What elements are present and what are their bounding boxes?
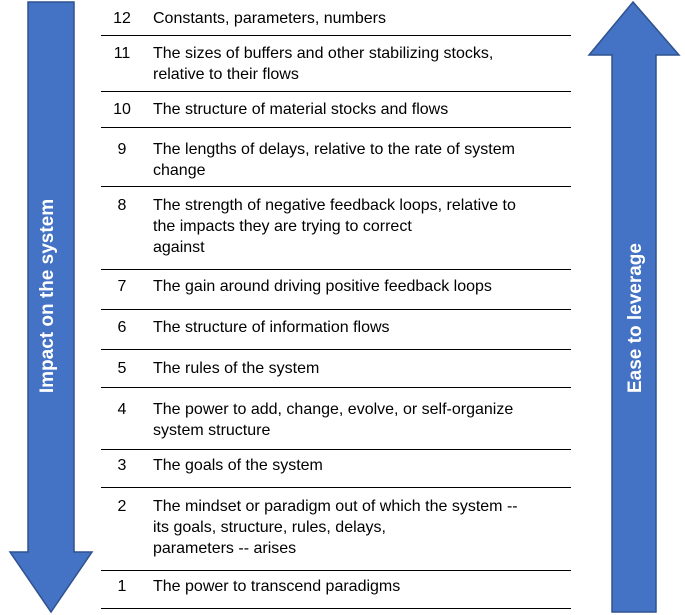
row-number: 9 <box>117 141 127 158</box>
row-text: The structure of information flows <box>153 319 390 336</box>
table-row: 1 The power to transcend paradigms <box>101 571 571 609</box>
row-number: 6 <box>117 319 127 336</box>
table-row: 6 The structure of information flows <box>101 310 571 350</box>
row-text: Constants, parameters, numbers <box>153 10 386 27</box>
row-number: 5 <box>117 360 127 377</box>
row-text: The rules of the system <box>153 360 320 377</box>
row-number: 10 <box>113 101 131 118</box>
row-number: 8 <box>117 197 127 214</box>
table-row: 5 The rules of the system <box>101 350 571 388</box>
row-number: 12 <box>113 10 131 27</box>
row-number: 4 <box>117 401 127 418</box>
row-number: 2 <box>117 498 127 515</box>
row-number: 3 <box>117 457 127 474</box>
table-row: 11 The sizes of buffers and other stabil… <box>101 36 571 92</box>
table-row: 12 Constants, parameters, numbers <box>101 0 571 36</box>
row-text: The sizes of buffers and other stabilizi… <box>153 45 494 83</box>
down-arrow-icon <box>8 1 94 614</box>
row-number: 1 <box>117 578 127 595</box>
table-row: 9 The lengths of delays, relative to the… <box>101 128 571 187</box>
table-row: 7 The gain around driving positive feedb… <box>101 270 571 310</box>
row-text: The gain around driving positive feedbac… <box>153 278 492 295</box>
row-text: The mindset or paradigm out of which the… <box>153 498 518 557</box>
row-text: The goals of the system <box>153 457 323 474</box>
table-row: 4 The power to add, change, evolve, or s… <box>101 388 571 450</box>
table-row: 3 The goals of the system <box>101 450 571 488</box>
row-number: 11 <box>113 45 131 62</box>
ease-axis-label: Ease to leverage <box>625 243 646 393</box>
table-row: 8 The strength of negative feedback loop… <box>101 187 571 270</box>
row-text: The lengths of delays, relative to the r… <box>153 141 515 179</box>
row-number: 7 <box>117 278 127 295</box>
row-text: The strength of negative feedback loops,… <box>153 197 516 256</box>
row-text: The power to add, change, evolve, or sel… <box>153 401 514 439</box>
table-row: 2 The mindset or paradigm out of which t… <box>101 488 571 571</box>
row-text: The structure of material stocks and flo… <box>153 101 449 118</box>
table-row: 10 The structure of material stocks and … <box>101 92 571 128</box>
row-text: The power to transcend paradigms <box>153 578 401 595</box>
